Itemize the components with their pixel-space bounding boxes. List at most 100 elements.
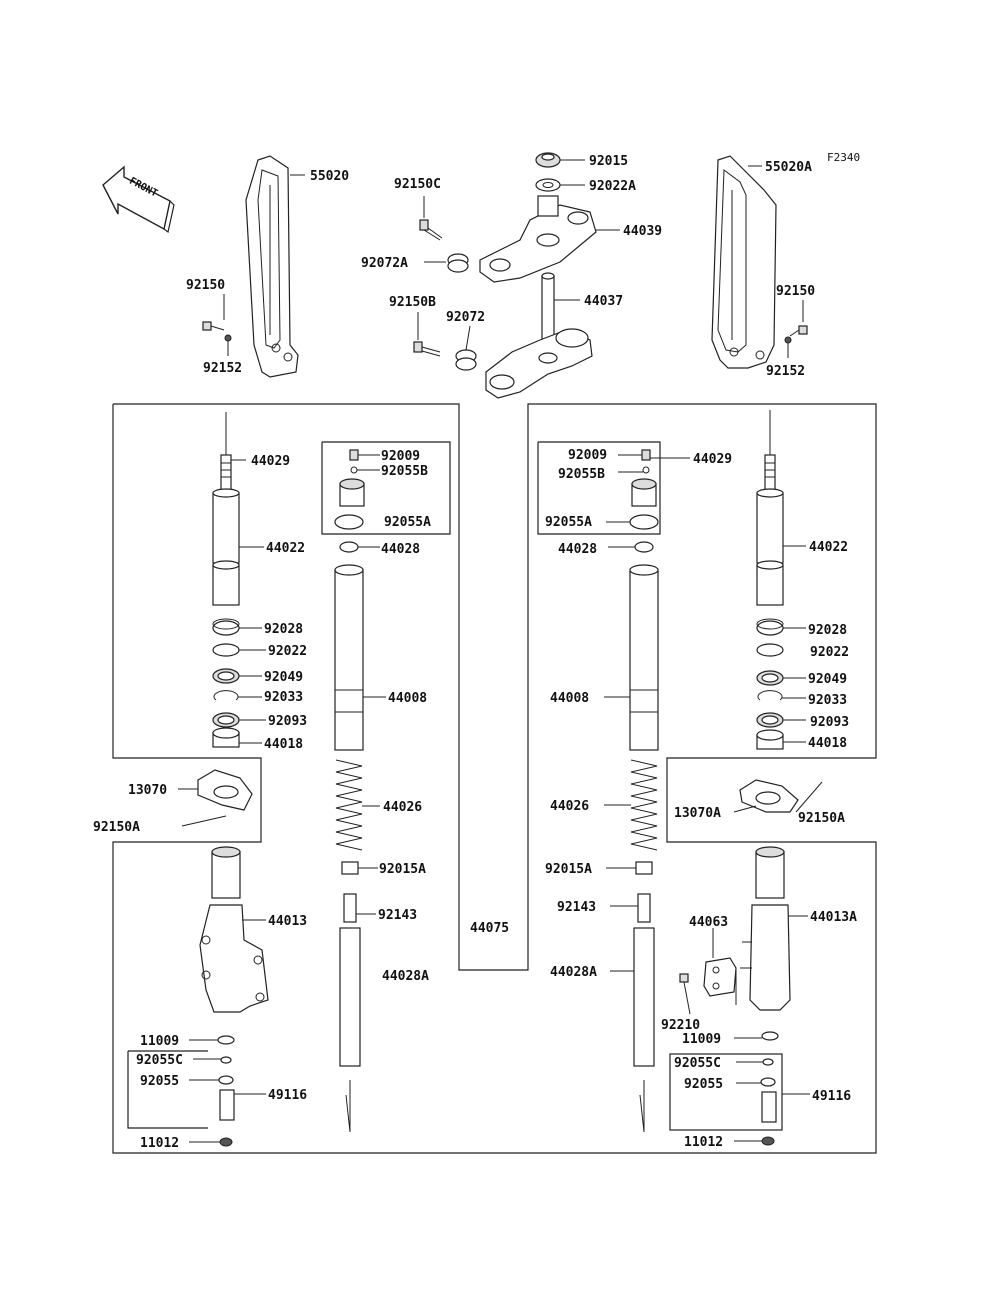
label-44037: 44037 xyxy=(584,294,623,309)
label-92150A-left: 92150A xyxy=(93,820,140,835)
label-92152-right: 92152 xyxy=(766,364,805,379)
label-92152-left: 92152 xyxy=(203,361,242,376)
label-92210: 92210 xyxy=(661,1018,700,1033)
label-92015A-left: 92015A xyxy=(379,862,426,877)
fork-guard-right xyxy=(711,155,777,369)
inner-tube-44008-right xyxy=(604,564,659,751)
damper-rod-44029-left xyxy=(220,412,246,494)
bolt-92150C xyxy=(419,196,443,241)
label-92033-right: 92033 xyxy=(808,693,847,708)
label-44018-left: 44018 xyxy=(264,737,303,752)
label-44075: 44075 xyxy=(470,921,509,936)
label-44008-left: 44008 xyxy=(388,691,427,706)
figure-code: F2340 xyxy=(827,151,860,164)
label-44013: 44013 xyxy=(268,914,307,929)
bolt-92150-right xyxy=(784,300,808,358)
spacer-92015A-right xyxy=(606,861,653,875)
label-44029-right: 44029 xyxy=(693,452,732,467)
outer-tube-44013A xyxy=(740,846,808,1011)
label-92143-right: 92143 xyxy=(557,900,596,915)
fork-guard-left xyxy=(245,155,305,378)
label-44022-right: 44022 xyxy=(809,540,848,555)
outer-tube-44013 xyxy=(199,846,269,1013)
label-92015: 92015 xyxy=(589,154,628,169)
bottom-parts-left xyxy=(189,1035,266,1147)
clamp-13070 xyxy=(178,769,253,827)
spring-44026-left xyxy=(335,759,380,851)
cap-parts-right xyxy=(606,449,690,553)
label-92009-left: 92009 xyxy=(381,449,420,464)
label-44008-right: 44008 xyxy=(550,691,589,706)
label-44022-left: 44022 xyxy=(266,541,305,556)
cylinder-44022-right xyxy=(756,488,806,606)
pipe-44028A-left xyxy=(339,927,361,1133)
spring-44026-right xyxy=(604,759,658,851)
label-92028-left: 92028 xyxy=(264,622,303,637)
pin-92143-right xyxy=(610,893,651,923)
cap-parts-left xyxy=(334,449,380,553)
label-92093-left: 92093 xyxy=(268,714,307,729)
label-44039: 44039 xyxy=(623,224,662,239)
label-13070A: 13070A xyxy=(674,806,721,821)
spacer-92015A-left xyxy=(341,861,378,875)
axle-holder-44063 xyxy=(679,928,737,1015)
label-92049-left: 92049 xyxy=(264,670,303,685)
clamp-92072 xyxy=(455,325,477,371)
label-92055B-left: 92055B xyxy=(381,464,428,479)
label-11009-left: 11009 xyxy=(140,1034,179,1049)
seal-stack-right xyxy=(756,618,806,750)
cylinder-44022-left xyxy=(212,488,264,606)
label-92150A-right: 92150A xyxy=(798,811,845,826)
label-13070: 13070 xyxy=(128,783,167,798)
upper-bracket-44039 xyxy=(479,195,620,283)
label-44063: 44063 xyxy=(689,915,728,930)
label-44029-left: 44029 xyxy=(251,454,290,469)
label-49116-right: 49116 xyxy=(812,1089,851,1104)
label-92150-left: 92150 xyxy=(186,278,225,293)
label-55020: 55020 xyxy=(310,169,349,184)
steering-stem-44037 xyxy=(485,272,593,399)
label-92028-right: 92028 xyxy=(808,623,847,638)
label-44028-left: 44028 xyxy=(381,542,420,557)
label-92143-left: 92143 xyxy=(378,908,417,923)
label-92022A: 92022A xyxy=(589,179,636,194)
label-92055A-right: 92055A xyxy=(545,515,592,530)
washer-92022A xyxy=(535,178,585,192)
label-92009-right: 92009 xyxy=(568,448,607,463)
label-92093-right: 92093 xyxy=(810,715,849,730)
label-44026-left: 44026 xyxy=(383,800,422,815)
label-92150C: 92150C xyxy=(394,177,441,192)
label-92150B: 92150B xyxy=(389,295,436,310)
label-92055C-left: 92055C xyxy=(136,1053,183,1068)
label-44018-right: 44018 xyxy=(808,736,847,751)
label-92072: 92072 xyxy=(446,310,485,325)
clamp-92072A xyxy=(424,253,469,273)
left-fork-outline xyxy=(112,403,877,1154)
label-44028-right: 44028 xyxy=(558,542,597,557)
label-92150-right: 92150 xyxy=(776,284,815,299)
label-92022-right: 92022 xyxy=(810,645,849,660)
front-arrow-icon: FRONT xyxy=(102,165,175,234)
bolt-92150-left xyxy=(202,294,232,356)
label-92055B-right: 92055B xyxy=(558,467,605,482)
label-92049-right: 92049 xyxy=(808,672,847,687)
label-92022-left: 92022 xyxy=(268,644,307,659)
label-11009-right: 11009 xyxy=(682,1032,721,1047)
label-92055-left: 92055 xyxy=(140,1074,179,1089)
label-44028A-left: 44028A xyxy=(382,969,429,984)
stem-nut-92015 xyxy=(535,152,585,168)
bolt-92150B xyxy=(413,312,441,357)
label-49116-left: 49116 xyxy=(268,1088,307,1103)
label-92055C-right: 92055C xyxy=(674,1056,721,1071)
label-92033-left: 92033 xyxy=(264,690,303,705)
label-92055-right: 92055 xyxy=(684,1077,723,1092)
pipe-44028A-right xyxy=(610,927,655,1133)
label-11012-right: 11012 xyxy=(684,1135,723,1150)
bottom-parts-right xyxy=(734,1031,810,1146)
seal-stack-left xyxy=(212,618,266,748)
clamp-13070A xyxy=(733,779,823,813)
label-92072A: 92072A xyxy=(361,256,408,271)
label-44026-right: 44026 xyxy=(550,799,589,814)
label-44028A-right: 44028A xyxy=(550,965,597,980)
